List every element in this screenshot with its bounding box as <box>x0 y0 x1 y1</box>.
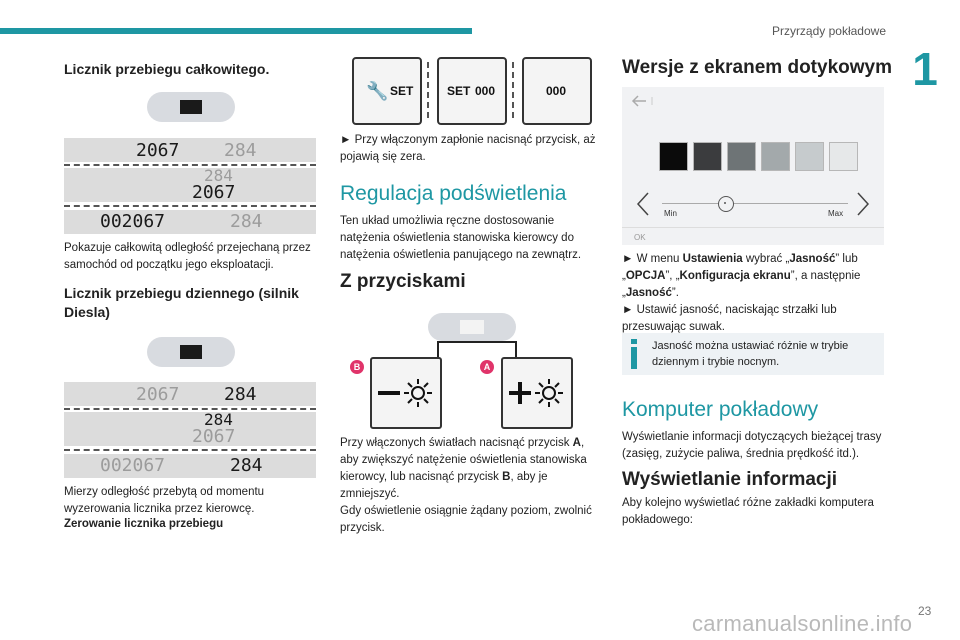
info-note-text: Jasność można ustawiać różnie w trybie d… <box>652 340 849 368</box>
text-run: Konfiguracja ekranu <box>679 270 791 282</box>
dim-button-b <box>370 357 442 429</box>
brightness-swatches <box>659 142 858 171</box>
lcd-value: 284 <box>204 410 233 429</box>
touchscreen-illustration: Min Max OK <box>622 87 884 245</box>
cluster-illustration <box>147 92 235 122</box>
reset-button-step-2: SET 000 <box>437 57 507 125</box>
paragraph-trip-computer: Wyświetlanie informacji dotyczących bież… <box>622 431 882 460</box>
heading-with-buttons: Z przyciskami <box>340 271 466 292</box>
paragraph-display-info: Aby kolejno wyświetlać różne zakładki ko… <box>622 497 874 526</box>
marker-b: B <box>350 360 364 374</box>
paragraph-buttons: Przy włączonych światłach nacisnąć przyc… <box>340 435 605 537</box>
swatch <box>659 142 688 171</box>
text-run: , aby je zmniejszyć. <box>340 471 548 500</box>
swatch <box>693 142 722 171</box>
lcd-value: 002067 <box>100 455 166 476</box>
lcd-value: 2067 <box>192 426 236 447</box>
divider <box>427 62 429 118</box>
text-run: Jasność <box>789 253 836 265</box>
paragraph-trip-odometer: Mierzy odległość przebytą od momentu wyz… <box>64 486 265 515</box>
odometer-display-trip: 2067 284 284 2067 002067 284 <box>64 382 316 478</box>
reset-button-step-3: 000 <box>522 57 592 125</box>
heading-reset-odometer: Zerowanie licznika przebiegu <box>64 518 224 530</box>
text-run: ► W menu <box>622 253 683 265</box>
brighten-button-a <box>501 357 573 429</box>
lcd-value: 2067 <box>192 182 236 203</box>
reset-button-step-1: 🔧 SET <box>352 57 422 125</box>
lcd-value: 002067 <box>100 211 166 232</box>
button-label: 000 <box>546 84 567 98</box>
swatch <box>727 142 756 171</box>
heading-total-odometer: Licznik przebiegu całkowitego. <box>64 61 270 77</box>
button-label: SET <box>390 84 414 98</box>
text-run: B <box>502 471 511 483</box>
paragraph-reset-instruction: ► Przy włączonym zapłonie nacisnąć przyc… <box>340 134 596 163</box>
heading-touchscreen: Wersje z ekranem dotykowym <box>622 57 892 78</box>
header-accent-bar <box>0 28 472 34</box>
paragraph-touch-instructions: ► W menu Ustawienia wybrać „Jasność” lub… <box>622 251 888 336</box>
chevron-right-icon <box>857 192 870 216</box>
info-icon <box>631 339 637 369</box>
text-run: ” lub <box>835 253 858 265</box>
divider <box>512 62 514 118</box>
heading-backlight: Regulacja podświetlenia <box>340 182 567 205</box>
lcd-value: 284 <box>224 384 257 405</box>
swatch <box>829 142 858 171</box>
heading-trip-odometer: Licznik przebiegu dziennego (silnik Dies… <box>64 285 299 320</box>
lcd-value: 284 <box>230 211 263 232</box>
slider-min-label: Min <box>664 209 677 218</box>
text-run: Jasność <box>625 287 672 299</box>
text-run: ”. <box>671 287 679 299</box>
thumb-dot <box>724 202 726 204</box>
text-run: Ustawienia <box>682 253 743 265</box>
text-run: ”, a następnie <box>790 270 861 282</box>
button-label: 000 <box>475 84 496 98</box>
cluster-illustration <box>428 313 516 341</box>
info-note: Jasność można ustawiać różnie w trybie d… <box>622 333 884 375</box>
paragraph-total-odometer: Pokazuje całkowitą odległość przejechaną… <box>64 242 311 271</box>
brightness-slider-track <box>662 203 848 204</box>
footer-watermark: carmanualsonline.info <box>692 611 913 636</box>
text-run: wybrać „ <box>742 253 790 265</box>
text-run: Przy włączonych światłach nacisnąć przyc… <box>340 437 573 449</box>
swatch <box>795 142 824 171</box>
ok-label: OK <box>634 233 646 242</box>
lcd-value: 284 <box>204 166 233 185</box>
back-arrow-icon <box>631 95 653 107</box>
chevron-left-icon <box>636 192 649 216</box>
text-run: ”, „ <box>665 270 680 282</box>
text-run: , aby zwiększyć natężenie oświetlenia st… <box>340 437 587 483</box>
text-run: „ <box>622 270 626 282</box>
odometer-display-total: 2067 284 284 2067 002067 284 <box>64 138 316 234</box>
text-run: A <box>572 437 581 449</box>
text-run: ► Ustawić jasność, naciskając strzałki l… <box>622 304 837 333</box>
heading-display-info: Wyświetlanie informacji <box>622 469 838 490</box>
text-run: „ <box>622 287 626 299</box>
button-label: SET <box>447 84 471 98</box>
text-run: Gdy oświetlenie osiągnie żądany poziom, … <box>340 505 592 534</box>
header-title: Przyrządy pokładowe <box>771 24 886 38</box>
wrench-icon: 🔧 <box>366 81 389 101</box>
leader-lines <box>437 341 517 369</box>
chapter-number: 1 <box>912 43 938 95</box>
lcd-value: 284 <box>224 140 257 161</box>
cluster-illustration <box>147 337 235 367</box>
swatch <box>761 142 790 171</box>
minus-brightness-icon <box>378 379 432 407</box>
heading-trip-computer: Komputer pokładowy <box>622 398 819 421</box>
lcd-value: 2067 <box>136 384 180 405</box>
brightness-slider-thumb <box>718 196 734 212</box>
page-number: 23 <box>918 604 932 618</box>
slider-max-label: Max <box>828 209 844 218</box>
text-run: OPCJA <box>625 270 666 282</box>
paragraph-backlight: Ten układ umożliwia ręczne dostosowanie … <box>340 215 582 261</box>
plus-brightness-icon <box>509 379 563 407</box>
lcd-value: 2067 <box>136 140 180 161</box>
lcd-value: 284 <box>230 455 263 476</box>
marker-a: A <box>480 360 494 374</box>
divider <box>622 227 884 228</box>
